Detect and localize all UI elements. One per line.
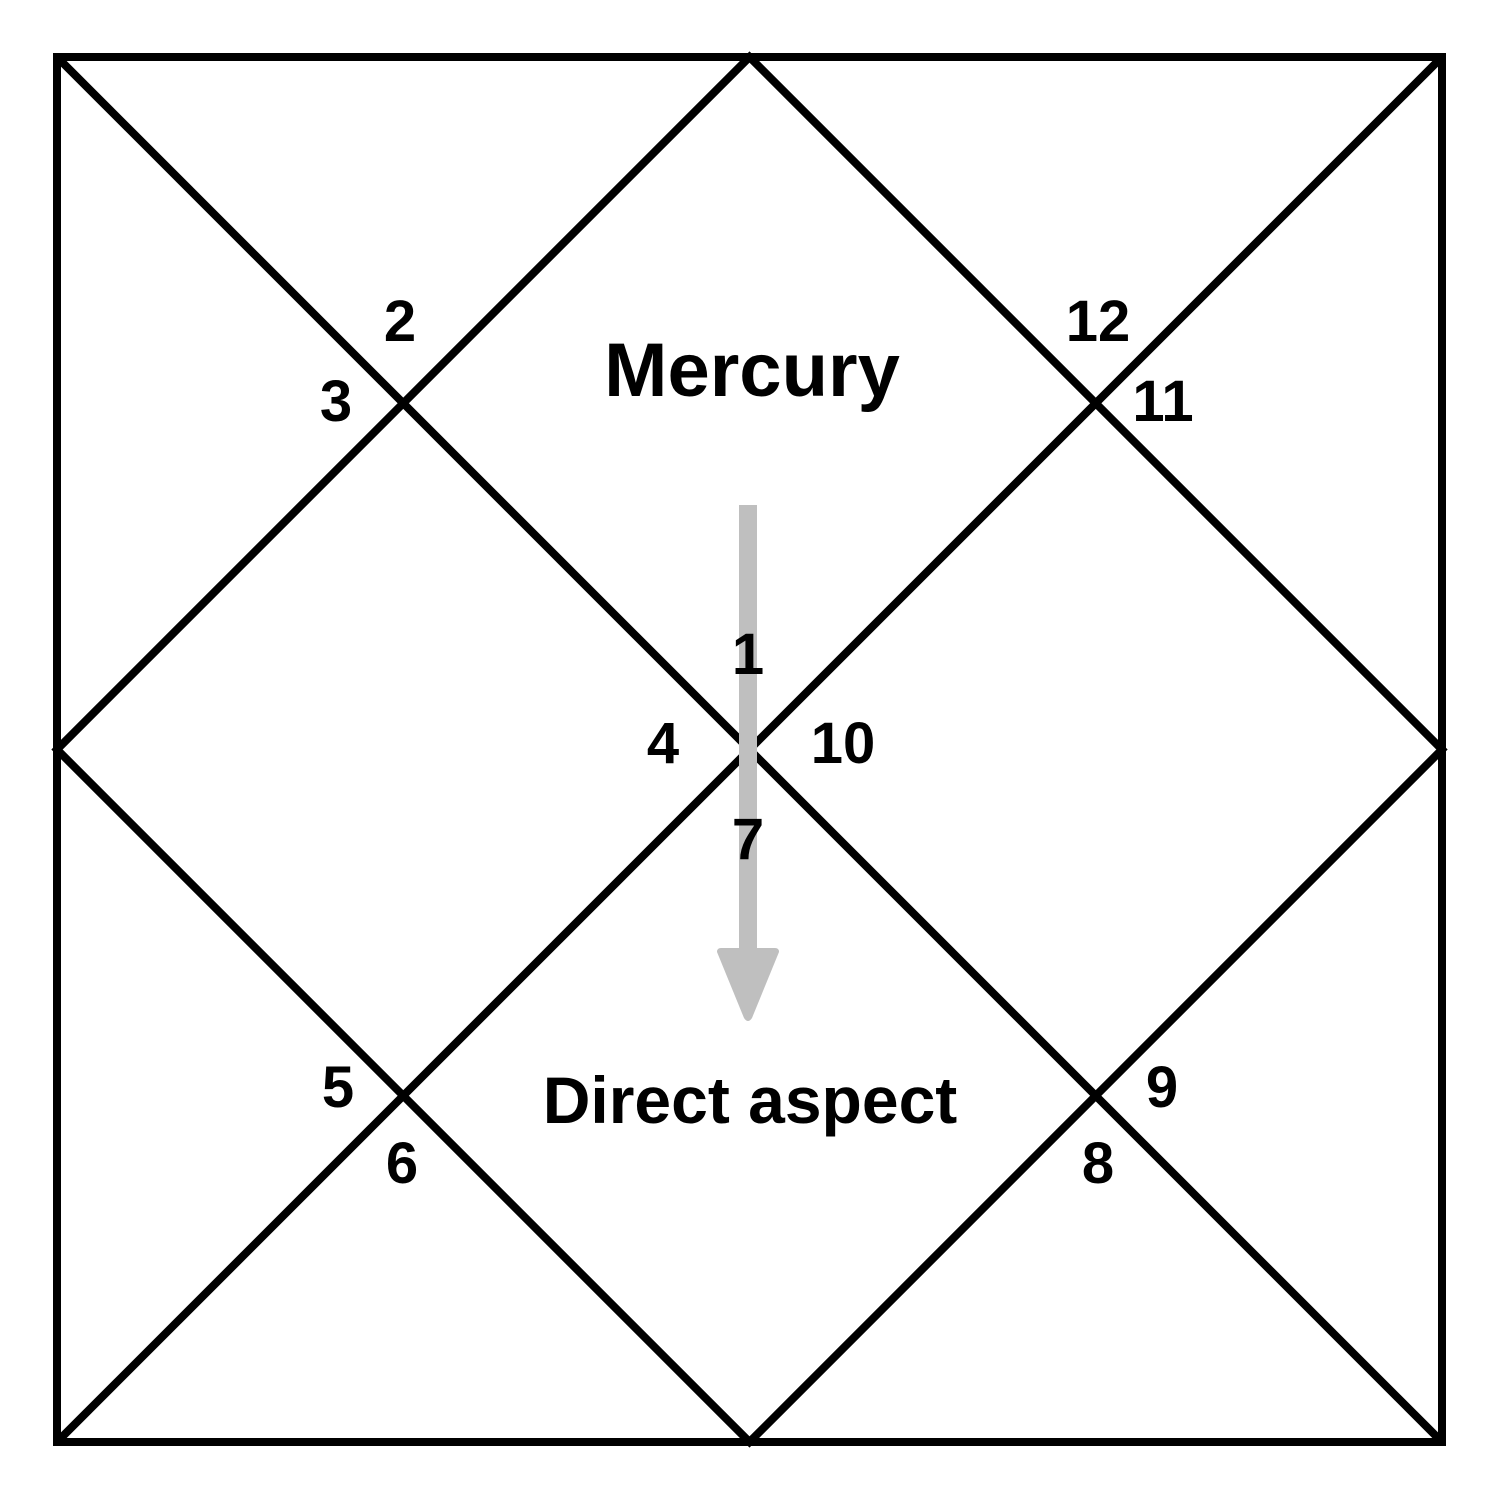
house-number-7: 7 [731, 807, 765, 872]
house-number-2: 2 [383, 289, 417, 354]
house-number-6: 6 [385, 1131, 419, 1196]
house-number-12: 12 [1065, 289, 1131, 354]
direct-aspect-arrow [717, 505, 779, 1021]
house-number-4: 4 [646, 711, 680, 776]
page-title: Mercury [604, 328, 900, 413]
inner-diamond [51, 51, 1448, 1448]
house-number-9: 9 [1145, 1055, 1179, 1120]
house-number-8: 8 [1081, 1131, 1115, 1196]
arrow-shaft [739, 505, 757, 965]
house-number-3: 3 [319, 369, 353, 434]
house-number-5: 5 [321, 1055, 355, 1120]
aspect-caption: Direct aspect [542, 1063, 958, 1137]
house-number-11: 11 [1132, 369, 1194, 434]
house-number-10: 10 [810, 711, 876, 776]
house-number-1: 1 [731, 622, 765, 687]
arrow-head-icon [717, 948, 779, 1021]
